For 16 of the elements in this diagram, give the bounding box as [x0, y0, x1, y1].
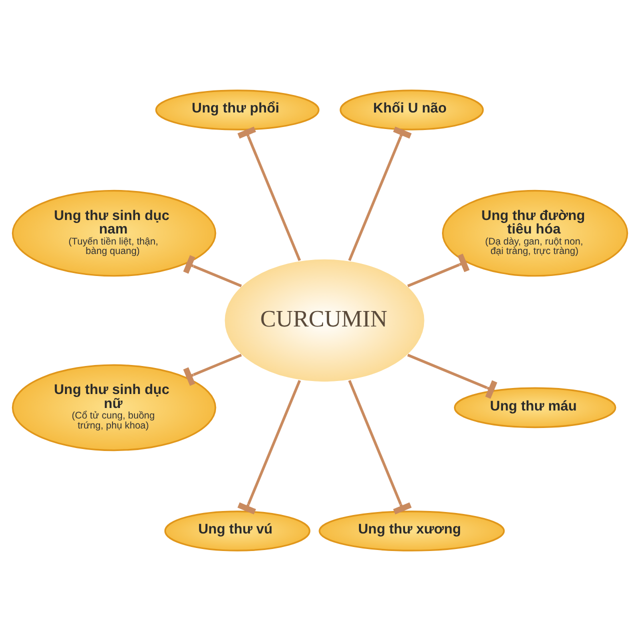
connector [348, 380, 412, 514]
node-ellipse: Ung thư sinh dục nữ (Cổ tử cung, buồng trứng, phụ khoa) [12, 364, 216, 451]
connector [407, 353, 498, 398]
node-ellipse: Ung thư xương [318, 510, 505, 551]
node-ellipse: Ung thư vú [164, 510, 310, 551]
node-ellipse: Ung thư phổi [155, 89, 320, 130]
connector [183, 353, 242, 386]
connector [407, 253, 470, 287]
connector [237, 126, 301, 260]
node-ellipse: Ung thư đường tiêu hóa (Dạ dày, gan, ruột non, đại tràng, trực tràng) [442, 189, 628, 276]
connector [348, 126, 412, 260]
node-ellipse: CURCUMIN [224, 258, 426, 382]
connector [237, 380, 301, 514]
node-ellipse: Ung thư sinh dục nam (Tuyến tiền liệt, thận, bàng quang) [12, 189, 216, 276]
connector [183, 254, 242, 287]
node-ellipse: Khối U não [340, 89, 484, 130]
